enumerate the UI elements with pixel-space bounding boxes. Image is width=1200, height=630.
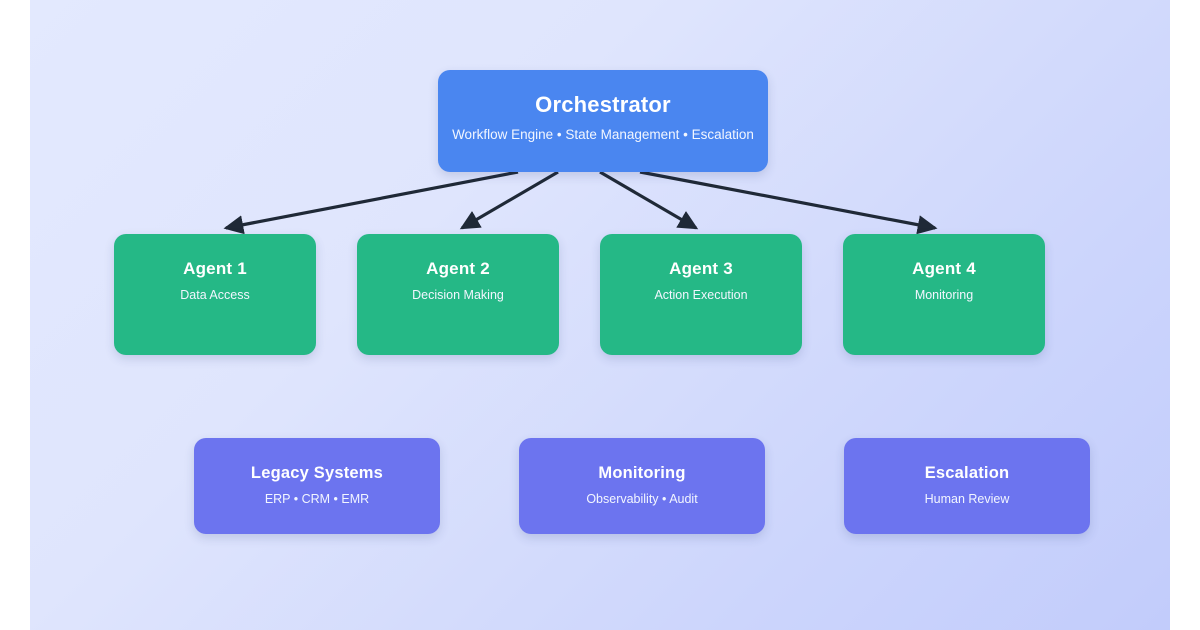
node-escalation[interactable]: Escalation Human Review	[844, 438, 1090, 534]
connector-orchestrator-agent-2	[459, 170, 559, 230]
connector-orchestrator-agent-4	[639, 170, 938, 235]
node-legacy-systems-title: Legacy Systems	[250, 464, 384, 482]
node-orchestrator[interactable]: Orchestrator Workflow Engine • State Man…	[438, 70, 768, 172]
node-agent-2[interactable]: Agent 2 Decision Making	[357, 234, 559, 355]
node-orchestrator-title: Orchestrator	[535, 92, 671, 117]
node-agent-1-subtitle: Data Access	[180, 288, 250, 302]
node-monitoring[interactable]: Monitoring Observability • Audit	[519, 438, 765, 534]
node-legacy-systems-subtitle: ERP • CRM • EMR	[264, 492, 370, 506]
node-orchestrator-subtitle: Workflow Engine • State Management • Esc…	[452, 127, 754, 142]
node-agent-3-title: Agent 3	[669, 259, 733, 278]
node-monitoring-title: Monitoring	[598, 464, 686, 482]
connector-orchestrator-agent-3	[599, 170, 699, 230]
node-agent-3[interactable]: Agent 3 Action Execution	[600, 234, 802, 355]
node-agent-4-subtitle: Monitoring	[914, 288, 974, 302]
node-monitoring-subtitle: Observability • Audit	[586, 492, 698, 506]
node-agent-4[interactable]: Agent 4 Monitoring	[843, 234, 1045, 355]
node-legacy-systems[interactable]: Legacy Systems ERP • CRM • EMR	[194, 438, 440, 534]
node-agent-1[interactable]: Agent 1 Data Access	[114, 234, 316, 355]
node-escalation-subtitle: Human Review	[924, 492, 1010, 506]
connector-orchestrator-agent-1	[223, 170, 519, 235]
node-escalation-title: Escalation	[924, 464, 1010, 482]
diagram-canvas: Orchestrator Workflow Engine • State Man…	[30, 0, 1170, 630]
node-agent-1-title: Agent 1	[183, 259, 247, 278]
node-agent-3-subtitle: Action Execution	[654, 288, 748, 302]
node-agent-2-title: Agent 2	[426, 259, 490, 278]
node-agent-2-subtitle: Decision Making	[412, 288, 504, 302]
node-agent-4-title: Agent 4	[912, 259, 976, 278]
